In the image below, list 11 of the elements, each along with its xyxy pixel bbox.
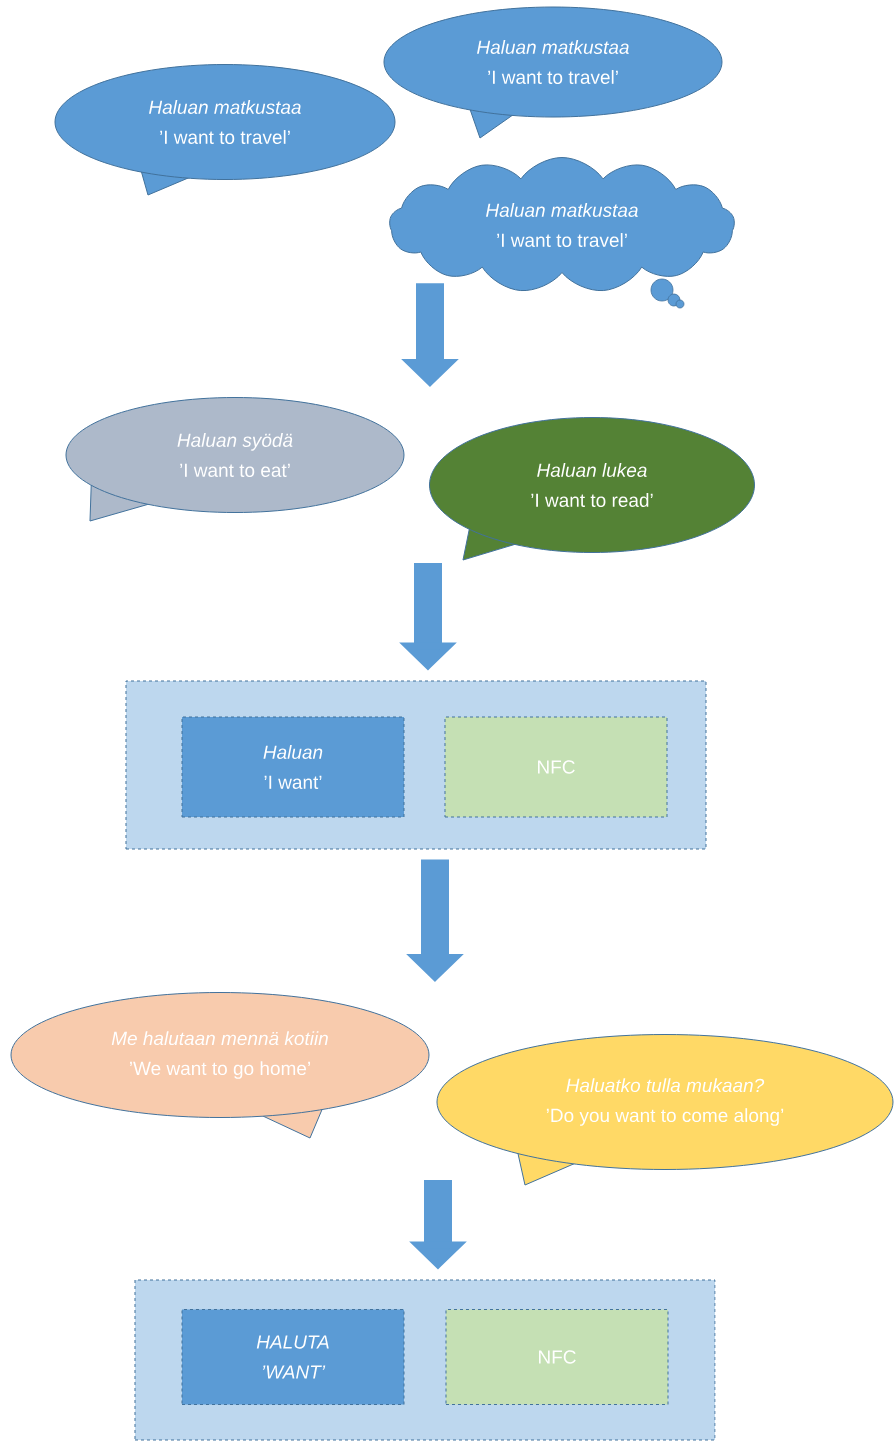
speech-bubble: Me halutaan mennä kotiin ’We want to go home’ <box>10 992 430 1139</box>
speech-bubble: Haluatko tulla mukaan? ’Do you want to come along’ <box>436 1034 894 1186</box>
dashed-box: HALUTA ’WANT’ <box>181 1309 405 1405</box>
speech-bubble: Haluan matkustaa ’I want to travel’ <box>54 64 396 196</box>
thought-cloud: Haluan matkustaa ’I want to travel’ <box>389 157 735 309</box>
speech-bubble: Haluan syödä ’I want to eat’ <box>65 397 405 522</box>
dashed-box: Haluan ’I want’ <box>181 716 405 818</box>
speech-bubble: Haluan lukea ’I want to read’ <box>429 417 755 561</box>
dashed-box: NFC <box>445 1309 669 1405</box>
speech-bubble: Haluan matkustaa ’I want to travel’ <box>383 6 723 139</box>
dashed-box: NFC <box>444 716 668 818</box>
